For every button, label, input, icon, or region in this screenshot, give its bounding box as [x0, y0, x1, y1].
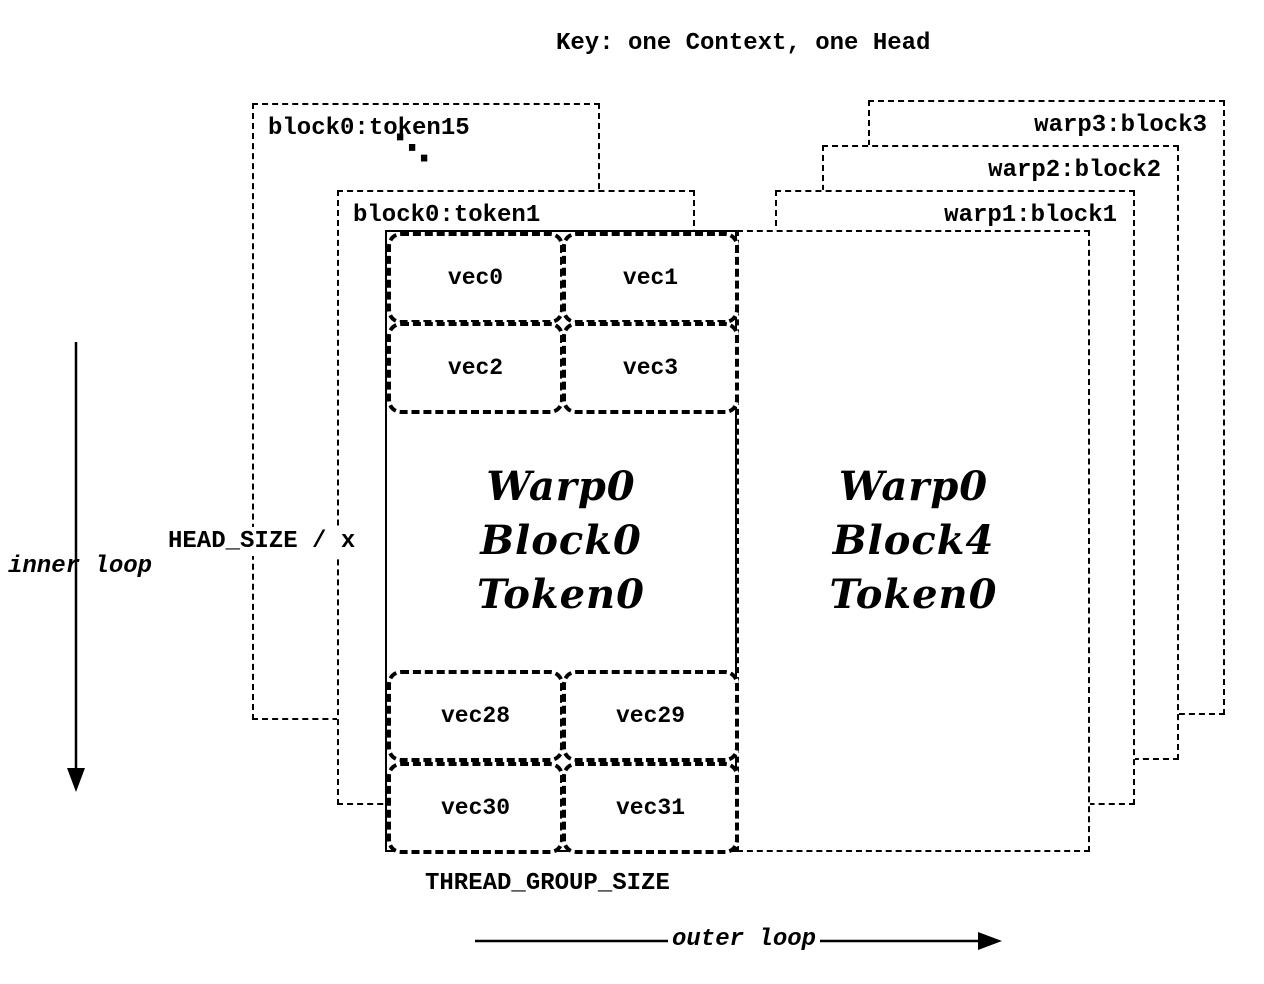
inner-loop-label: inner loop [8, 553, 153, 580]
diagram-title: Key: one Context, one Head [556, 30, 931, 57]
right-caption-line-2: Block4 [832, 517, 995, 564]
block0-token15-label: block0:token15 [268, 115, 470, 142]
vec28-cell: vec28 [387, 670, 564, 762]
warp0-block0-token0-block: vec0 vec1 vec2 vec3 Warp0 Block0 Token0 … [385, 230, 739, 854]
warp3-block3-label: warp3:block3 [1034, 112, 1207, 139]
main-caption-line-3: Token0 [477, 571, 645, 618]
right-caption-line-3: Token0 [829, 571, 998, 618]
main-caption-line-2: Block0 [480, 517, 642, 564]
outer-loop-arrowhead-icon [978, 932, 1002, 950]
head-size-label: HEAD_SIZE / x [165, 527, 359, 556]
vec30-label: vec30 [440, 795, 510, 821]
right-block-caption: Warp0 Block4 Token0 [739, 460, 1088, 622]
main-block-caption: Warp0 Block0 Token0 [387, 460, 735, 622]
warp0-block4-token0-block: Warp0 Block4 Token0 [737, 230, 1090, 852]
vec0-cell: vec0 [387, 232, 564, 324]
right-caption-line-1: Warp0 [838, 463, 989, 510]
vec31-label: vec31 [615, 795, 685, 821]
vec30-cell: vec30 [387, 762, 564, 854]
vec29-cell: vec29 [562, 670, 739, 762]
outer-loop-label: outer loop [668, 926, 821, 953]
vec3-label: vec3 [622, 355, 679, 381]
warp1-block1-label: warp1:block1 [944, 202, 1117, 229]
thread-group-size-label: THREAD_GROUP_SIZE [425, 870, 670, 897]
vec3-cell: vec3 [562, 322, 739, 414]
main-caption-line-1: Warp0 [486, 463, 636, 510]
vec1-label: vec1 [622, 265, 679, 291]
stack-ellipsis-icon: ⋱ [394, 128, 430, 169]
vec1-cell: vec1 [562, 232, 739, 324]
vec2-cell: vec2 [387, 322, 564, 414]
vec0-label: vec0 [447, 265, 504, 291]
vec29-label: vec29 [615, 703, 685, 729]
warp2-block2-label: warp2:block2 [988, 157, 1161, 184]
vec2-label: vec2 [447, 355, 504, 381]
inner-loop-arrowhead-icon [67, 768, 85, 792]
block0-token1-label: block0:token1 [353, 202, 541, 229]
vec31-cell: vec31 [562, 762, 739, 854]
vec28-label: vec28 [440, 703, 510, 729]
